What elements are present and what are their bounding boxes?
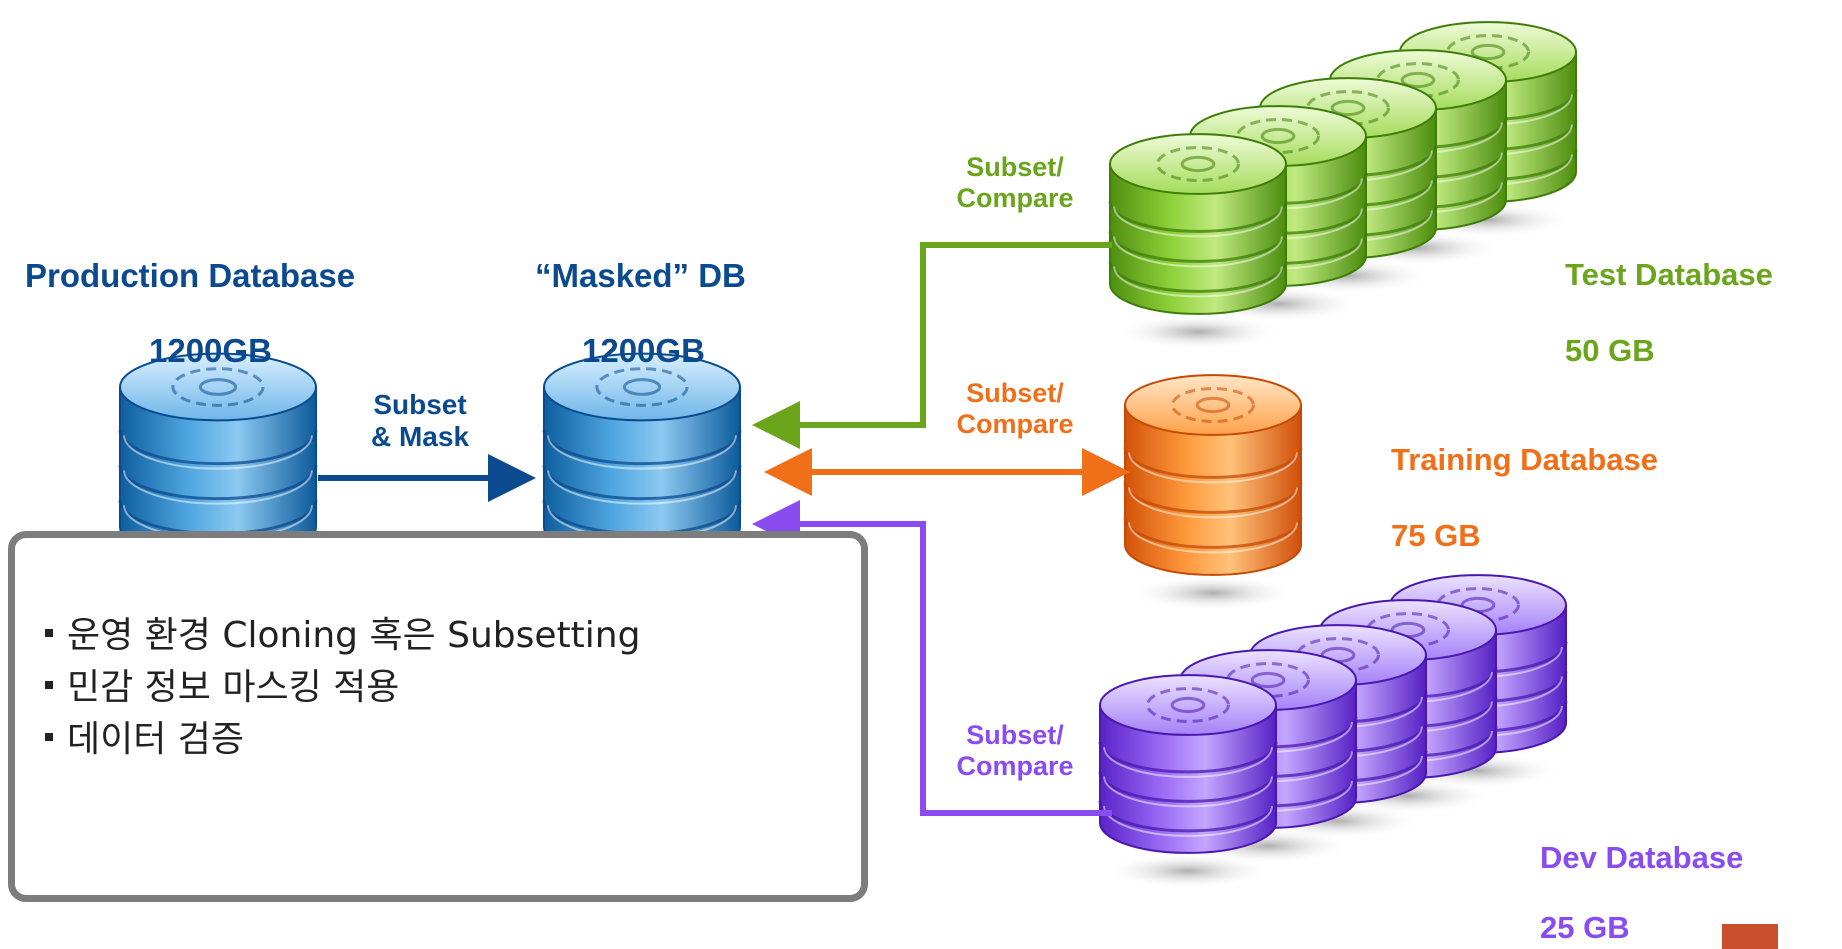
gear-icon: [1446, 34, 1530, 70]
gear-icon: [1376, 62, 1460, 98]
gear-icon: [595, 367, 689, 407]
test-database-icon: [1108, 133, 1288, 350]
training-database-icon: [1123, 374, 1303, 611]
masked-title: “Masked” DB: [535, 257, 746, 294]
test-title: Test Database: [1565, 257, 1773, 292]
notes-item: 운영 환경 Cloning 혹은 Subsetting: [45, 610, 640, 662]
dev-link-line1: Subset/: [966, 720, 1064, 750]
training-size: 75 GB: [1391, 518, 1481, 553]
notes-list: 운영 환경 Cloning 혹은 Subsetting 민감 정보 마스킹 적용…: [45, 610, 640, 766]
bullet-icon: [45, 681, 53, 689]
test-link-line2: Compare: [956, 183, 1074, 214]
test-link-label: Subset/ Compare: [935, 152, 1095, 214]
gear-icon: [1146, 687, 1230, 723]
corner-mark: [1722, 924, 1778, 949]
dev-link-label: Subset/ Compare: [935, 720, 1095, 782]
subset-mask-line2: & Mask: [370, 421, 470, 453]
production-size: 1200GB: [149, 332, 272, 369]
masked-size: 1200GB: [582, 332, 705, 369]
training-link-line1: Subset/: [966, 378, 1064, 408]
notes-item-text: 운영 환경 Cloning 혹은 Subsetting: [67, 615, 641, 656]
subset-mask-label: Subset & Mask: [355, 389, 485, 453]
dev-title: Dev Database: [1540, 840, 1744, 875]
production-title: Production Database: [25, 257, 356, 294]
notes-box: 운영 환경 Cloning 혹은 Subsetting 민감 정보 마스킹 적용…: [8, 531, 868, 902]
notes-item: 민감 정보 마스킹 적용: [45, 662, 640, 714]
notes-item-text: 데이터 검증: [67, 719, 245, 760]
bullet-icon: [45, 629, 53, 637]
production-database-icon: [118, 352, 318, 599]
notes-item-text: 민감 정보 마스킹 적용: [67, 667, 400, 708]
dev-link-arrow: [752, 500, 1112, 816]
training-link-label: Subset/ Compare: [935, 378, 1095, 440]
test-size: 50 GB: [1565, 333, 1655, 368]
training-title: Training Database: [1391, 442, 1659, 477]
dev-size: 25 GB: [1540, 910, 1630, 945]
database-icons: [118, 21, 1578, 889]
gear-icon: [1171, 387, 1255, 423]
bullet-icon: [45, 733, 53, 741]
gear-icon: [1306, 90, 1390, 126]
test-link-line1: Subset/: [966, 152, 1064, 182]
gear-icon: [171, 367, 265, 407]
notes-item: 데이터 검증: [45, 714, 640, 766]
dev-link-line2: Compare: [956, 751, 1074, 782]
test-link-arrow: [752, 242, 1112, 449]
gear-icon: [1236, 118, 1320, 154]
subset-mask-line1: Subset: [373, 389, 467, 420]
dev-database-icon: [1098, 674, 1278, 889]
training-link-line2: Compare: [956, 409, 1074, 440]
gear-icon: [1156, 146, 1240, 182]
gear-icon: [1226, 662, 1310, 698]
